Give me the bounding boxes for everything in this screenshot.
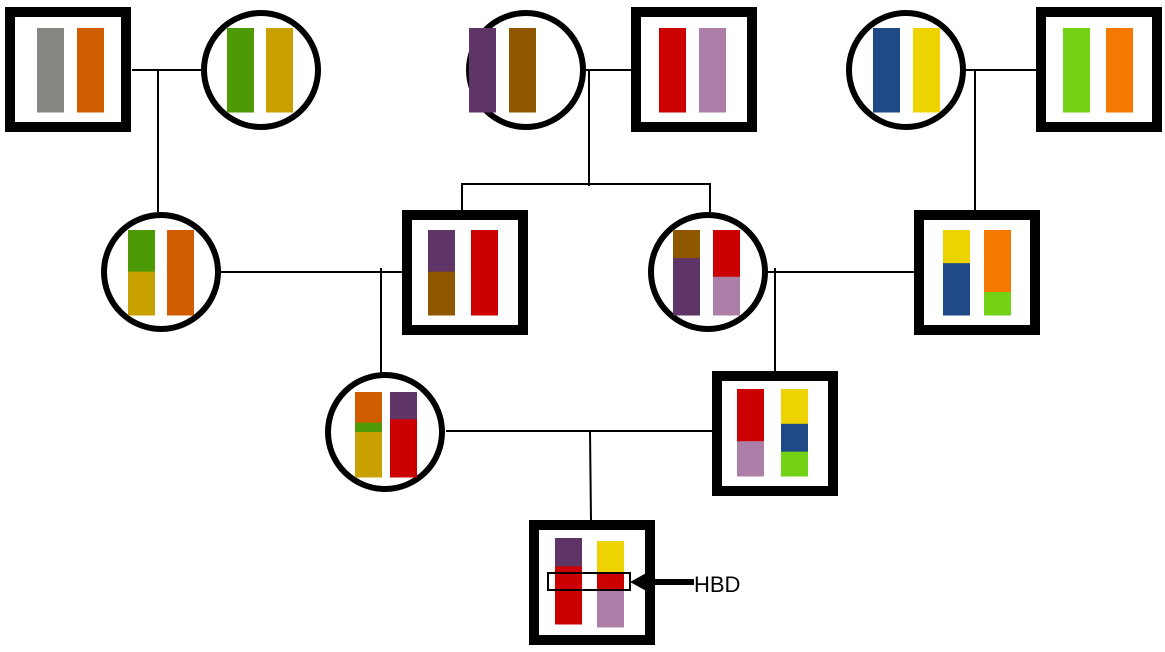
individual-g2-f5-female	[648, 212, 768, 332]
chromosome-1-segment-lime	[1063, 28, 1090, 113]
chromosome-2-segment-lime	[781, 451, 808, 477]
chromosome-2-segment-brown	[509, 28, 536, 113]
chromosome-1-segment-green	[128, 230, 155, 273]
chromosome-2-segment-yellow	[597, 541, 624, 575]
chromosome-2-segment-yellow	[913, 28, 940, 113]
chromosome-1-segment-brown	[428, 271, 455, 316]
chromosome-1-segment-red	[555, 566, 582, 625]
chromosome-1-segment-green	[355, 422, 382, 433]
chromosome-2-segment-mustard	[266, 28, 293, 113]
individual-g1-m1-male	[5, 7, 131, 132]
female-circle-symbol	[648, 212, 768, 332]
chromosome-1-segment-brown	[673, 230, 700, 259]
chromosome-1-segment-mustard	[355, 431, 382, 478]
chromosome-2-segment-red	[390, 419, 417, 478]
chromosome-2-segment-blue	[781, 423, 808, 453]
male-square-symbol	[402, 210, 528, 335]
female-circle-symbol	[846, 10, 966, 130]
chromosome-2-segment-orange	[77, 28, 104, 113]
pedigree-lines	[132, 69, 1037, 522]
descent-line	[589, 430, 592, 522]
chromosome-2-segment-red	[597, 573, 624, 592]
chromosome-2-segment-red	[713, 230, 740, 278]
individual-g1-m2-male	[631, 7, 757, 132]
chromosome-1-segment-yellow	[943, 230, 970, 264]
chromosome-1-segment-purple	[555, 538, 582, 567]
individuals	[5, 7, 1162, 645]
chromosome-2-segment-mauve	[699, 28, 726, 113]
chromosome-1-segment-green	[227, 28, 254, 113]
individual-g2-m4-male	[402, 210, 528, 335]
chromosome-2-segment-lime	[984, 292, 1011, 316]
chromosome-1-segment-blue	[873, 28, 900, 113]
individual-g1-f3-female	[846, 10, 966, 130]
chromosome-1-segment-purple	[673, 258, 700, 316]
male-square-symbol	[5, 7, 131, 132]
female-circle-symbol	[201, 10, 321, 130]
chromosome-1-segment-blue	[943, 263, 970, 316]
chromosome-2-segment-orange	[167, 230, 194, 316]
chromosome-2-segment-mauve	[597, 590, 624, 628]
individual-g2-f4-female	[101, 212, 221, 332]
female-circle-symbol	[101, 212, 221, 332]
male-square-symbol	[1036, 7, 1162, 132]
hbd-annotation	[547, 571, 694, 593]
chromosome-1-segment-orange	[355, 392, 382, 424]
individual-g3-f6-female	[325, 372, 445, 492]
arrow-icon	[630, 571, 650, 593]
chromosome-2-segment-yellow	[781, 389, 808, 425]
hbd-segment-box	[547, 572, 631, 591]
chromosome-1-segment-purple	[428, 230, 455, 273]
chromosome-2-segment-purple	[390, 392, 417, 420]
hbd-label: HBD	[694, 572, 741, 597]
chromosome-2-segment-bright_orange	[1106, 28, 1133, 113]
chromosome-1-segment-mauve	[737, 441, 764, 477]
male-square-symbol	[631, 7, 757, 132]
male-square-symbol	[914, 210, 1040, 335]
individual-g4-m7-male	[529, 520, 655, 645]
male-square-symbol	[712, 371, 838, 496]
individual-g1-f2-female	[466, 10, 586, 130]
female-circle-symbol	[325, 372, 445, 492]
chromosome-1-segment-red	[659, 28, 686, 113]
chromosome-2-segment-red	[471, 230, 498, 316]
individual-g1-f1-female	[201, 10, 321, 130]
individual-g1-m3-male	[1036, 7, 1162, 132]
chromosome-1-segment-mustard	[128, 271, 155, 316]
individual-g2-m5-male	[914, 210, 1040, 335]
chromosome-2-segment-bright_orange	[984, 230, 1011, 293]
individual-g3-m6-male	[712, 371, 838, 496]
chromosome-1-segment-red	[737, 389, 764, 442]
chromosome-1-segment-purple	[469, 28, 496, 113]
chromosome-2-segment-mauve	[713, 276, 740, 316]
chromosome-1-segment-gray	[37, 28, 64, 113]
